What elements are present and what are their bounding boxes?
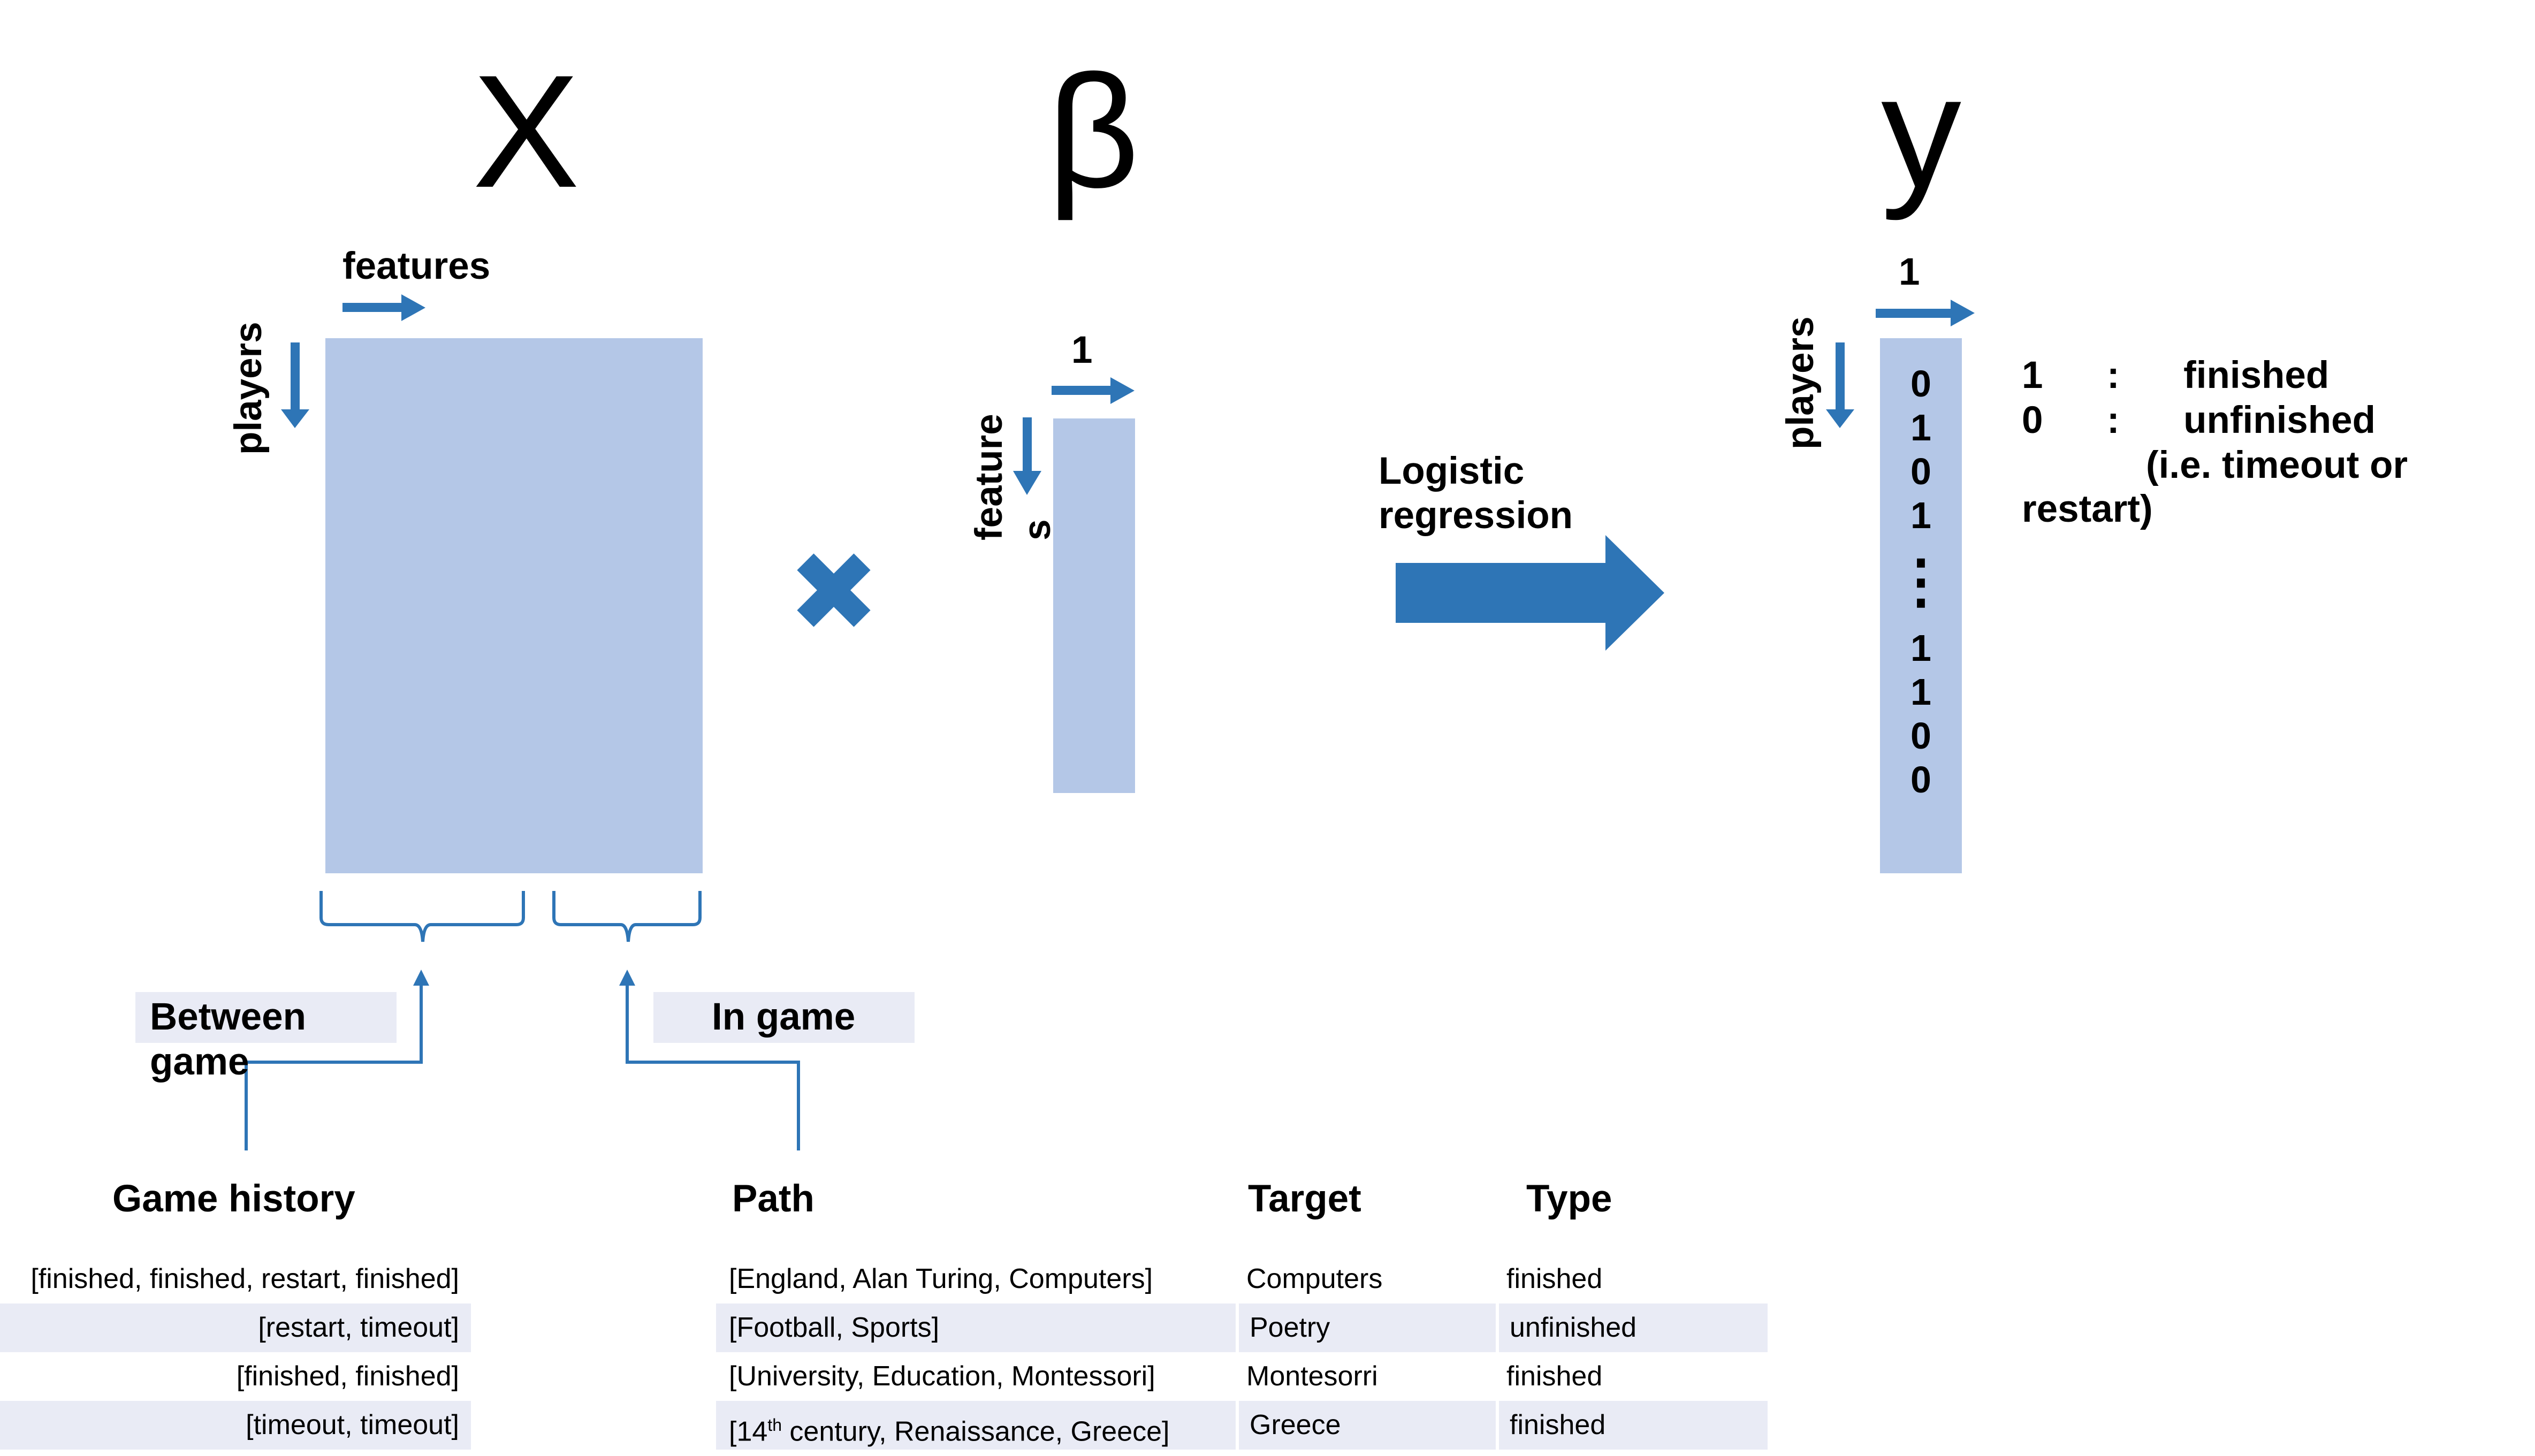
legend-sep: : (2106, 354, 2120, 397)
legend-text: finished (2183, 354, 2330, 397)
in-game-label: In game (712, 996, 856, 1038)
matrix-x-symbol: X (472, 41, 580, 221)
table-row: [England, Alan Turing, Computers] Comput… (716, 1255, 1768, 1303)
game-history-header: Game history (112, 1178, 355, 1220)
type-header: Type (1526, 1178, 1612, 1220)
y-vector (1880, 338, 1962, 873)
path-table: [England, Alan Turing, Computers] Comput… (716, 1255, 1768, 1450)
game-history-connector (245, 970, 429, 1150)
players-arrow-icon (281, 342, 309, 428)
y-one-arrow-icon (1876, 300, 1975, 326)
beta-symbol: β (1047, 41, 1140, 221)
path-cell: [England, Alan Turing, Computers] (729, 1263, 1153, 1294)
y-symbol: y (1881, 41, 1961, 221)
path-cell-post: century, Renaissance, Greece] (781, 1416, 1170, 1447)
logistic-regression-arrow-icon (1396, 535, 1664, 651)
y-one-label: 1 (1899, 251, 1920, 293)
path-cell: [Football, Sports] (716, 1303, 1236, 1352)
target-cell: Greece (1236, 1401, 1496, 1450)
game-history-row: [timeout, timeout] (0, 1401, 471, 1450)
in-game-box (653, 992, 915, 1043)
y-value: 1 (1910, 627, 1931, 669)
regression-label: regression (1379, 494, 1573, 537)
y-value: 1 (1910, 494, 1931, 536)
between-game-label-line1: Between (150, 996, 306, 1038)
between-game-box (135, 992, 397, 1043)
beta-one-label: 1 (1071, 329, 1093, 371)
legend-value: 0 (2022, 399, 2043, 441)
players-y-arrow-icon (1826, 342, 1854, 428)
y-values-column: 0 1 0 1 ⋮ 1 1 0 0 (1880, 362, 1962, 802)
legend-text: unfinished (2183, 399, 2376, 441)
features-label: features (342, 245, 491, 287)
type-cell: finished (1506, 1361, 1603, 1392)
logistic-label: Logistic (1379, 450, 1525, 492)
in-game-brace (552, 891, 702, 942)
path-cell-sup: th (767, 1415, 782, 1435)
multiply-icon (797, 553, 871, 627)
path-cell: [University, Education, Montessori] (729, 1361, 1155, 1392)
game-history-row: [finished, finished] (236, 1361, 459, 1392)
legend-value: 1 (2022, 354, 2043, 397)
y-value: 1 (1910, 671, 1931, 713)
game-history-list: [finished, finished, restart, finished] … (0, 1255, 471, 1450)
path-connector (619, 970, 800, 1150)
path-header: Path (732, 1178, 814, 1220)
legend-row-unfinished: 0 : unfinished (2022, 398, 2376, 443)
matrix-x (325, 338, 703, 873)
beta-features-arrow-icon (1013, 417, 1041, 495)
beta-one-arrow-icon (1052, 377, 1135, 404)
table-row: [University, Education, Montessori] Mont… (716, 1352, 1768, 1401)
table-row: [14th century, Renaissance, Greece] Gree… (716, 1401, 1768, 1450)
beta-features-label-line2: s (1016, 519, 1059, 541)
type-cell: finished (1506, 1263, 1603, 1294)
between-game-brace (319, 891, 525, 942)
legend-sep: : (2106, 399, 2120, 441)
y-value: 1 (1910, 407, 1931, 448)
path-cell: [14th century, Renaissance, Greece] (716, 1401, 1236, 1450)
game-history-row: [restart, timeout] (0, 1303, 471, 1352)
target-cell: Montesorri (1246, 1361, 1378, 1392)
beta-features-label-line1: feature (968, 414, 1010, 540)
legend-note-line1: (i.e. timeout or (2146, 444, 2408, 486)
y-value: 0 (1910, 759, 1931, 801)
players-label-y: players (1779, 316, 1822, 449)
target-header: Target (1248, 1178, 1361, 1220)
table-row: [Football, Sports] Poetry unfinished (716, 1303, 1768, 1352)
y-value: 0 (1910, 363, 1931, 405)
beta-vector (1053, 418, 1135, 793)
features-arrow-icon (342, 294, 425, 321)
game-history-row: [finished, finished, restart, finished] (31, 1263, 459, 1294)
legend-row-finished: 1 : finished (2022, 353, 2329, 398)
target-cell: Computers (1246, 1263, 1383, 1294)
path-cell-pre: [14 (729, 1416, 768, 1447)
y-value: 0 (1910, 451, 1931, 492)
target-cell: Poetry (1236, 1303, 1496, 1352)
legend-note-line2: restart) (2022, 488, 2153, 530)
type-cell: finished (1496, 1401, 1768, 1450)
y-value: 0 (1910, 715, 1931, 757)
type-cell: unfinished (1496, 1303, 1768, 1352)
between-game-label-line2: game (150, 1041, 249, 1083)
y-ellipsis: ⋮ (1891, 548, 1951, 614)
